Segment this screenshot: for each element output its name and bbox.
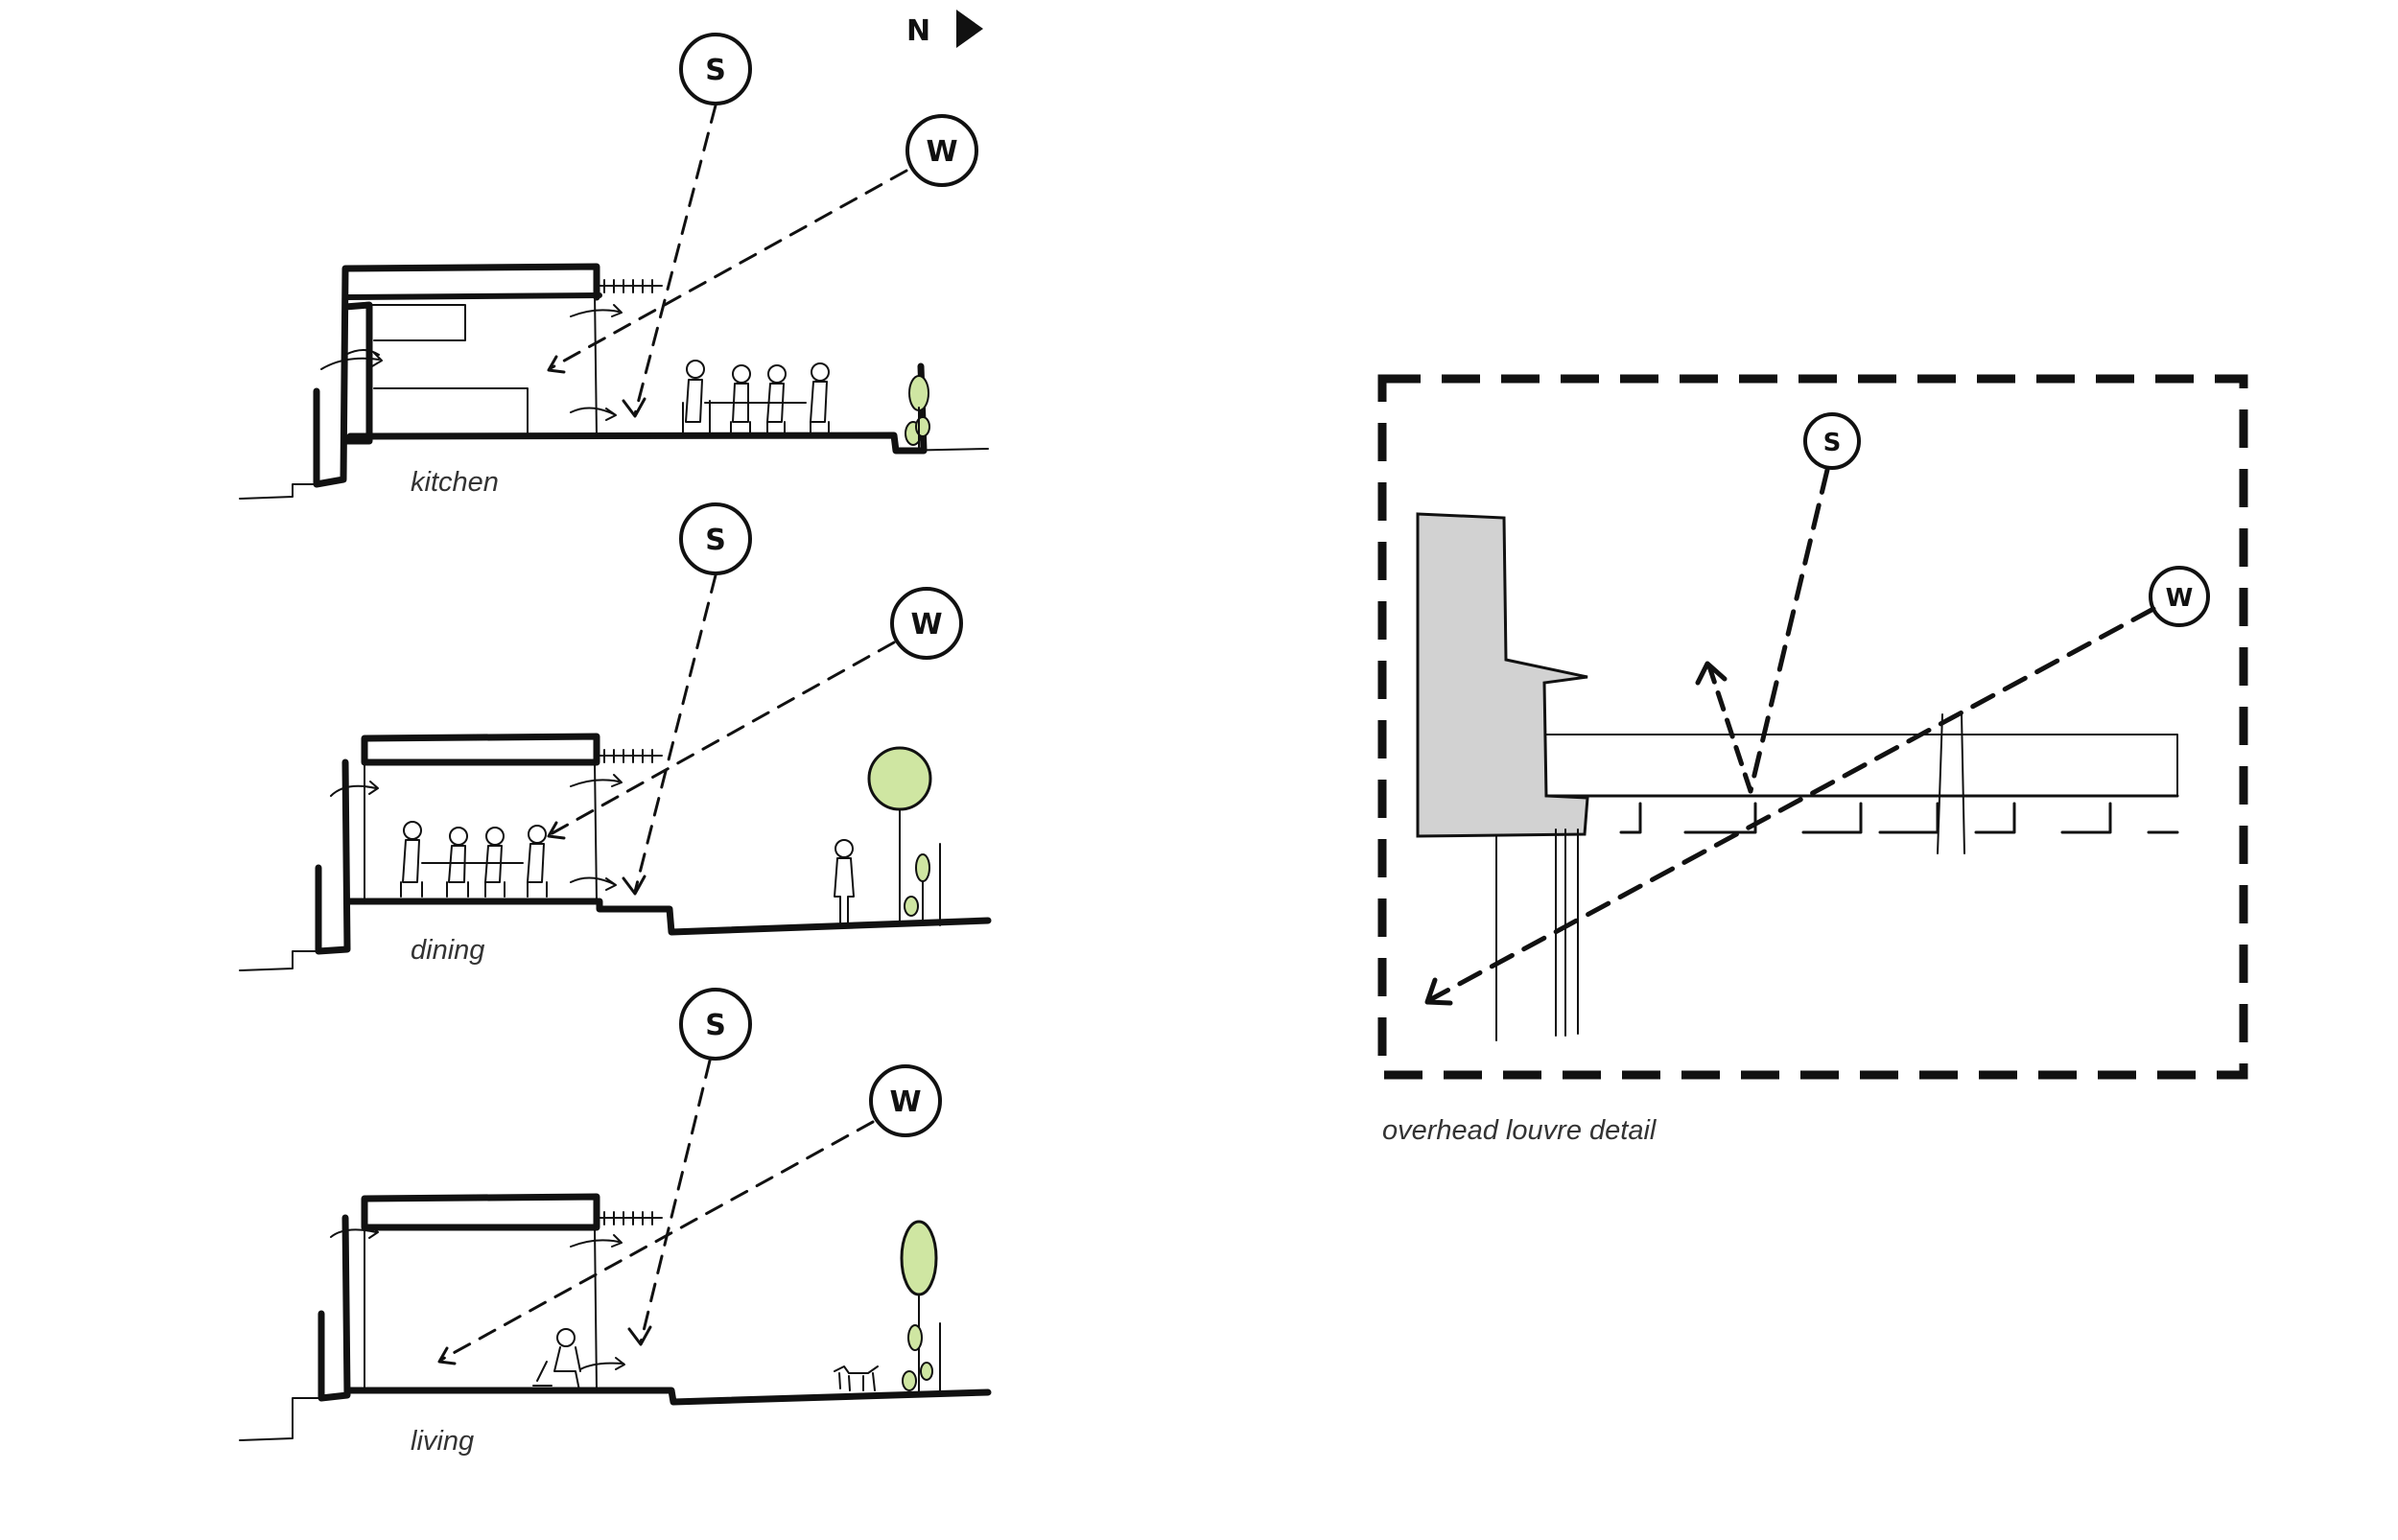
section-living: S W living [239,988,992,1457]
tree-living [900,1220,941,1396]
sun-winter-living: W [869,1064,942,1137]
sun-winter-kitchen: W [905,114,978,187]
louvre-blades [1544,794,2179,834]
louvre-detail: S W overhead louvre detail [1377,374,2248,1146]
north-arrow: N [906,10,983,48]
louvre [599,279,663,293]
people-dining-outdoor [682,360,830,434]
sun-summer-detail: S [1803,412,1861,470]
summer-ray [633,104,717,416]
north-label: N [906,14,930,48]
tree-dining [867,746,941,926]
sun-summer-label: S [705,1009,726,1042]
sun-summer-label: S [705,54,726,87]
caption-dining: dining [411,935,484,966]
sun-winter-label: W [926,135,957,169]
sun-summer-label: S [1823,429,1842,457]
sun-winter-label: W [910,608,942,642]
sun-summer-dining: S [679,502,752,575]
building-outline [313,263,928,488]
caption-living: living [411,1426,474,1457]
caption-detail: overhead louvre detail [1382,1115,1657,1146]
detail-frame [1377,374,2248,1080]
sun-summer-kitchen: S [679,33,752,105]
winter-ray [549,169,908,370]
sun-winter-dining: W [890,587,963,660]
section-dining: S W dining [239,502,992,971]
dog [834,1365,879,1391]
seated-person [532,1328,581,1391]
north-arrow-icon [956,10,983,48]
plant-kitchen [905,375,930,452]
caption-kitchen: kitchen [411,467,499,498]
wall-section [1416,512,1589,838]
sun-winter-label: W [889,1085,921,1119]
sun-winter-label: W [2166,584,2194,613]
section-kitchen: S W kitche [239,33,989,500]
sun-summer-living: S [679,988,752,1061]
people-dining-indoor [400,821,548,898]
sun-summer-label: S [705,524,726,557]
sun-winter-detail: W [2149,566,2210,627]
standing-person [834,839,855,923]
